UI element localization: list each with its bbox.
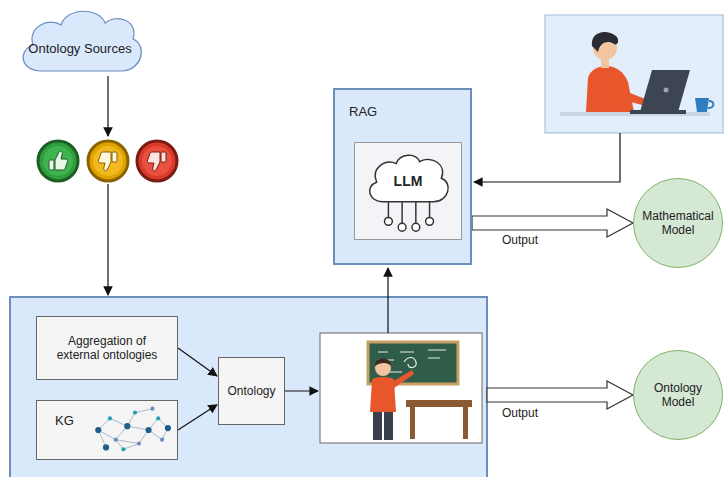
llm-box: LLM [354,142,462,240]
flow-arrow [107,184,108,295]
circuit-node [384,217,392,225]
graph-node [133,410,137,414]
process-box: Aggregation of external ontologies [36,316,178,380]
training-illustration [320,333,482,443]
node-label: KG [55,413,74,429]
graph-link [123,444,138,450]
graph-node [124,423,130,429]
system-panel [10,297,487,477]
graph-icon [37,401,177,459]
rating-icons [38,141,177,181]
node-label: LLM [394,173,423,190]
process-box: KG [36,400,178,460]
node-label: Ontology [227,384,275,398]
circuit-node [412,223,420,231]
node-label: Mathematical Model [638,209,718,238]
graph-node [165,425,171,431]
graph-node [156,416,160,420]
graph-node [160,438,164,442]
circuit-node [398,223,406,231]
graph-node [108,416,112,420]
rag-container: LLM RAG [333,88,472,265]
circuit-node [426,217,434,225]
graph-node [121,447,125,451]
input-arrow [474,133,620,182]
graph-node [114,438,118,442]
node-label: Aggregation of external ontologies [45,334,169,363]
circuit-line [429,202,430,218]
circuit-line [388,202,389,218]
cloud-outline [23,11,141,71]
process-box: Ontology [218,357,285,425]
graph-link [127,426,148,430]
edge-label: Output [502,233,538,247]
graph-node [137,441,141,445]
flow-arrow [107,76,108,136]
source-cloud: Ontology Sources [15,5,145,77]
graph-node [150,407,154,411]
graph-node [145,427,151,433]
flow-arrow [285,390,318,391]
node-label: RAG [349,104,377,120]
output-circle: Ontology Model [633,350,723,440]
brain-outline [370,155,448,202]
flow-arrow [178,348,217,376]
node-label: Ontology Model [642,381,714,410]
graph-node [95,427,101,433]
graph-link [135,409,152,413]
circuit-line [401,202,402,224]
node-label: Ontology Sources [28,41,131,57]
output-arrow [487,381,633,409]
flow-arrow [387,268,388,333]
circuit-line [415,202,416,224]
brain-icon [355,143,461,239]
user-illustration [545,15,723,133]
flow-arrow [178,405,217,430]
graph-link [116,440,139,444]
cloud-shape [15,5,145,77]
graph-node [103,444,109,450]
output-label: Output [502,406,538,420]
output-arrow [472,209,633,237]
output-circle: Mathematical Model [633,178,723,268]
